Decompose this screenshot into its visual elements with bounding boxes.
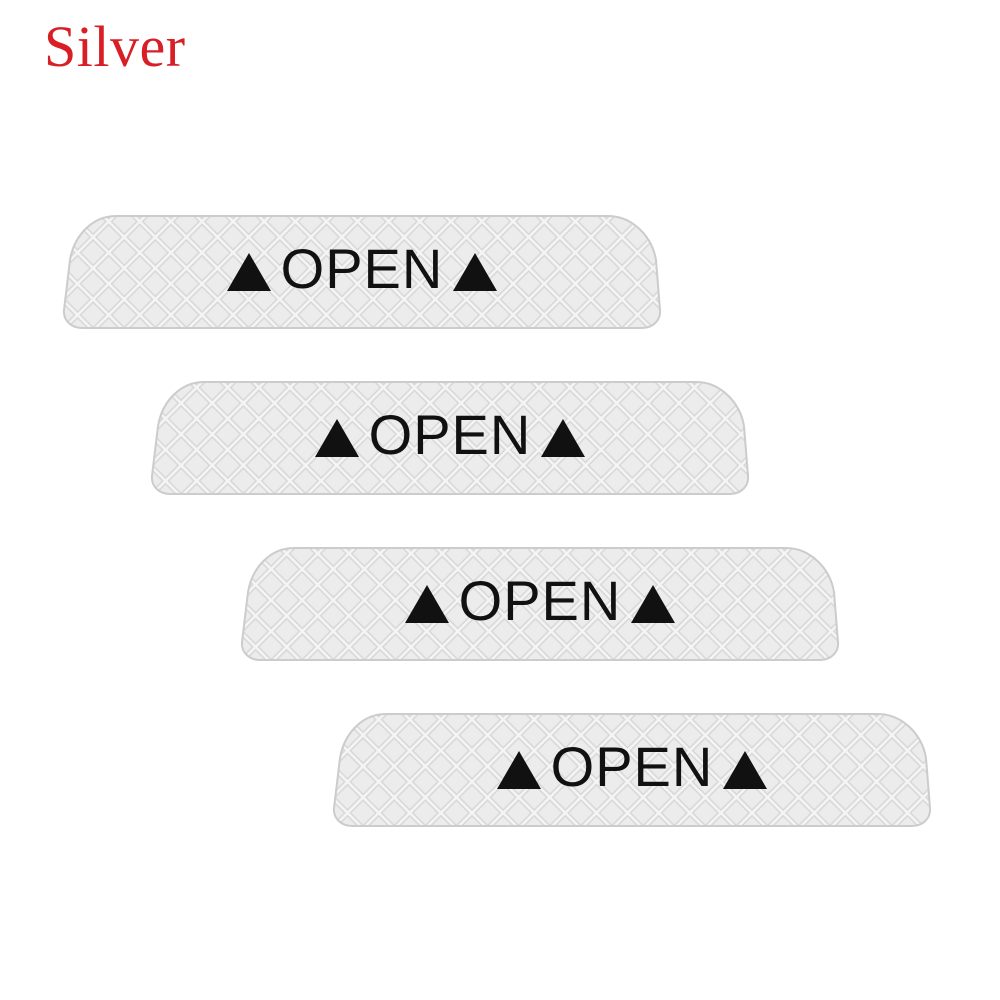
- triangle-up-icon: [723, 751, 768, 789]
- sticker-shape: [240, 547, 840, 661]
- triangle-up-icon: [453, 253, 498, 291]
- triangle-up-icon: [314, 419, 359, 457]
- triangle-up-icon: [496, 751, 541, 789]
- reflective-sticker: OPEN: [240, 538, 840, 666]
- sticker-shape: [332, 713, 932, 827]
- sticker-label: OPEN: [62, 204, 662, 332]
- reflective-sticker: OPEN: [150, 372, 750, 500]
- sticker-label: OPEN: [240, 536, 840, 664]
- sticker-shape: [62, 215, 662, 329]
- open-text: OPEN: [368, 402, 532, 466]
- reflective-sticker: OPEN: [62, 206, 662, 334]
- sticker-shape: [150, 381, 750, 495]
- triangle-up-icon: [631, 585, 676, 623]
- triangle-up-icon: [404, 585, 449, 623]
- triangle-up-icon: [541, 419, 586, 457]
- sticker-label: OPEN: [332, 702, 932, 830]
- open-text: OPEN: [458, 568, 622, 632]
- open-text: OPEN: [550, 734, 714, 798]
- reflective-sticker: OPEN: [332, 704, 932, 832]
- sticker-label: OPEN: [150, 370, 750, 498]
- open-text: OPEN: [280, 236, 444, 300]
- triangle-up-icon: [226, 253, 271, 291]
- color-variant-label: Silver: [44, 14, 186, 79]
